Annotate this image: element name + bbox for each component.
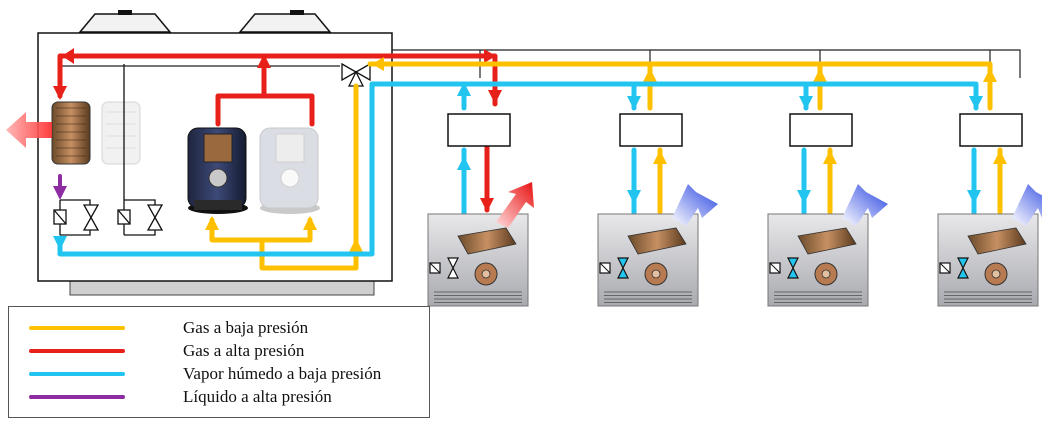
indoor-sensor-valve-mark — [769, 262, 781, 274]
branch-boxes — [447, 113, 1023, 147]
indoor-unit-4 — [937, 184, 1042, 307]
legend-label-low-pressure-gas: Gas a baja presión — [183, 318, 309, 337]
legend: Gas a baja presión Gas a alta presión Va… — [8, 306, 430, 418]
legend-item-high-pressure-gas: Gas a alta presión — [9, 340, 429, 362]
compressor-inactive — [259, 127, 320, 214]
outdoor-expansion-valves — [53, 64, 164, 236]
legend-item-high-pressure-liquid: Líquido a alta presión — [9, 386, 429, 408]
outdoor-unit — [6, 10, 393, 296]
indoor-coil — [457, 227, 517, 255]
indoor-expansion-valve — [787, 257, 799, 279]
indoor-units — [427, 182, 1042, 307]
legend-item-low-pressure-gas: Gas a baja presión — [9, 317, 429, 339]
legend-label-wet-vapor: Vapor húmedo a baja presión — [183, 364, 382, 383]
branch-box-4 — [959, 113, 1023, 147]
indoor-fan-hub — [821, 269, 831, 279]
outdoor-unit-base — [69, 280, 375, 296]
indoor-sensor-valve-mark — [429, 262, 441, 274]
indoor-unit-3 — [767, 184, 888, 307]
indoor-coil — [627, 227, 687, 255]
warm-air-arrow — [496, 182, 534, 228]
branch-box-3 — [789, 113, 853, 147]
arrows-low-pressure-gas — [205, 57, 1007, 252]
cool-air-arrow — [842, 184, 888, 226]
branch-box-1 — [447, 113, 511, 147]
reversing-valve — [341, 62, 371, 87]
indoor-fan-hub — [481, 269, 491, 279]
arrows-high-pressure-gas — [53, 48, 502, 212]
indoor-fan-hub — [991, 269, 1001, 279]
compressor-active — [187, 127, 248, 214]
branch-box-2 — [619, 113, 683, 147]
indoor-sensor-valve-mark — [939, 262, 951, 274]
outdoor-coil-active — [51, 101, 91, 165]
arrows-wet-vapor — [53, 82, 983, 250]
indoor-sensor-valve-mark — [599, 262, 611, 274]
indoor-unit-1 — [427, 182, 534, 307]
legend-label-high-pressure-gas: Gas a alta presión — [183, 341, 305, 360]
indoor-coil — [967, 227, 1027, 255]
legend-swatch-high-pressure-liquid — [29, 395, 125, 399]
legend-swatch-high-pressure-gas — [29, 349, 125, 353]
indoor-unit-cabinet — [937, 213, 1039, 307]
indoor-expansion-valve — [447, 257, 459, 279]
indoor-unit-cabinet — [767, 213, 869, 307]
hot-air-discharge-arrow — [6, 112, 52, 148]
indoor-expansion-valve — [957, 257, 969, 279]
indoor-coil — [797, 227, 857, 255]
legend-swatch-wet-vapor — [29, 372, 125, 376]
indoor-unit-2 — [597, 184, 718, 307]
arrow-high-pressure-liquid — [53, 186, 67, 200]
indoor-unit-cabinet — [597, 213, 699, 307]
legend-item-wet-vapor: Vapor húmedo a baja presión — [9, 363, 429, 385]
fan-left — [78, 10, 172, 33]
outdoor-coil-inactive — [101, 101, 141, 165]
cool-air-arrow — [672, 184, 718, 226]
indoor-expansion-valve — [617, 257, 629, 279]
cool-air-arrow — [1012, 184, 1042, 226]
indoor-unit-cabinet — [427, 213, 529, 307]
legend-swatch-low-pressure-gas — [29, 326, 125, 330]
fan-right — [238, 10, 332, 33]
indoor-fan-hub — [651, 269, 661, 279]
legend-label-high-pressure-liquid: Líquido a alta presión — [183, 387, 332, 406]
